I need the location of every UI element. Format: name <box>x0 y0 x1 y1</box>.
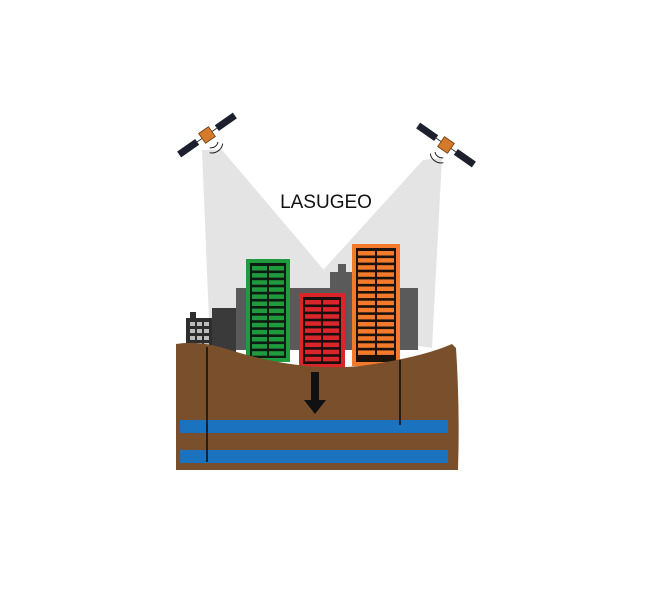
window <box>269 322 284 328</box>
window <box>323 349 339 355</box>
window <box>358 329 375 334</box>
window <box>269 351 284 356</box>
window <box>377 293 394 299</box>
window <box>305 300 321 305</box>
window <box>190 322 195 326</box>
window <box>305 321 321 326</box>
orange-building-windows <box>358 251 394 355</box>
window <box>252 301 267 306</box>
window <box>377 279 394 284</box>
window <box>377 329 394 334</box>
window <box>358 258 375 263</box>
window <box>358 279 375 284</box>
satellite-right-icon <box>416 122 476 168</box>
window <box>252 315 267 321</box>
window <box>269 266 284 271</box>
window <box>252 337 267 342</box>
window <box>323 356 339 362</box>
window <box>358 343 375 348</box>
window <box>377 343 394 348</box>
aquifer-layer-upper <box>180 420 448 433</box>
window <box>197 336 202 340</box>
window <box>377 307 394 313</box>
aquifer-layer-lower <box>180 450 448 463</box>
satellite-left-icon <box>177 112 237 158</box>
window <box>377 300 394 306</box>
window <box>377 322 394 327</box>
window <box>377 258 394 263</box>
window <box>323 307 339 312</box>
window <box>252 280 267 285</box>
logo-title: LASUGEO <box>280 192 372 213</box>
orange-building <box>352 244 400 366</box>
red-building-windows <box>305 300 339 362</box>
window <box>252 329 267 335</box>
window <box>305 328 321 333</box>
window <box>377 286 394 291</box>
window <box>269 280 284 285</box>
window <box>269 344 284 349</box>
window <box>252 322 267 328</box>
window <box>305 356 321 362</box>
window <box>323 328 339 333</box>
window <box>197 322 202 326</box>
window <box>323 342 339 348</box>
window <box>269 301 284 306</box>
window <box>204 322 209 326</box>
window <box>190 329 195 333</box>
window <box>190 336 195 340</box>
window <box>305 335 321 340</box>
window <box>358 350 375 355</box>
window <box>252 308 267 314</box>
window <box>358 251 375 256</box>
window <box>377 336 394 341</box>
window <box>377 272 394 277</box>
window <box>377 314 394 320</box>
window <box>323 300 339 305</box>
window <box>269 337 284 342</box>
window <box>252 351 267 356</box>
window <box>269 294 284 299</box>
window <box>358 322 375 327</box>
window <box>252 273 267 278</box>
window <box>377 350 394 355</box>
window <box>269 315 284 321</box>
window <box>252 294 267 299</box>
subsidence-arrow-icon <box>304 372 326 414</box>
window <box>358 272 375 277</box>
window <box>305 342 321 348</box>
window <box>269 273 284 278</box>
window <box>269 329 284 335</box>
window <box>358 336 375 341</box>
window <box>358 314 375 320</box>
green-building-windows <box>252 266 284 356</box>
window <box>358 293 375 299</box>
window <box>252 266 267 271</box>
window <box>204 336 209 340</box>
window <box>323 335 339 340</box>
window <box>377 251 394 256</box>
window <box>358 300 375 306</box>
window <box>358 265 375 270</box>
window <box>252 287 267 292</box>
window <box>358 307 375 313</box>
window <box>269 287 284 292</box>
window <box>204 329 209 333</box>
red-building <box>299 293 345 368</box>
window <box>269 308 284 314</box>
window <box>377 265 394 270</box>
window <box>252 344 267 349</box>
window <box>358 286 375 291</box>
window <box>305 314 321 319</box>
window <box>323 321 339 326</box>
window <box>305 307 321 312</box>
window <box>323 314 339 319</box>
window <box>305 349 321 355</box>
window <box>197 329 202 333</box>
green-building <box>246 259 290 362</box>
